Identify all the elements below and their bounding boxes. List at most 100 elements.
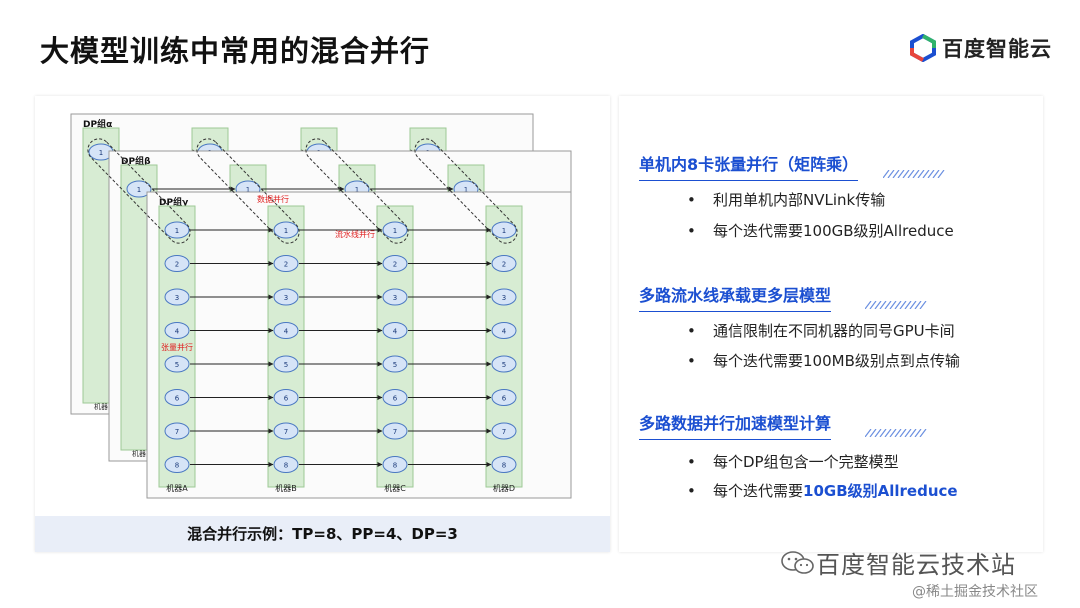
gpu-node [491, 255, 517, 272]
gpu-label: 1 [246, 186, 250, 194]
machine-column [485, 205, 523, 488]
machine-column [158, 205, 196, 488]
tensor-parallel-label: 张量并行 [161, 342, 193, 352]
gpu-label: 3 [393, 294, 397, 302]
gpu-node [164, 288, 190, 306]
gpu-label: 1 [99, 149, 103, 157]
gpu-label: 3 [284, 294, 288, 302]
gpu-node [126, 180, 152, 198]
page-title: 大模型训练中常用的混合并行 [40, 34, 431, 68]
gpu-label: 1 [464, 186, 468, 194]
gpu-label: 7 [502, 428, 506, 436]
gpu-label: 2 [393, 261, 397, 269]
gpu-label: 8 [175, 462, 179, 470]
gpu-label: 1 [137, 186, 141, 194]
dp-group-label: DP组α [83, 118, 112, 130]
gpu-label: 6 [393, 395, 398, 403]
gpu-node [273, 322, 299, 339]
gpu-node [164, 422, 190, 440]
watermark-secondary: @稀土掘金技术社区 [912, 584, 1038, 600]
gpu-node [491, 389, 517, 406]
gpu-node [491, 355, 517, 373]
gpu-node [491, 456, 517, 473]
gpu-node [491, 322, 517, 339]
bullet-item: •每个迭代需要100GB级别Allreduce [687, 222, 954, 240]
diagram-caption: 混合并行示例：TP=8、PP=4、DP=3 [35, 516, 610, 552]
gpu-node [273, 355, 299, 373]
gpu-node [273, 288, 299, 306]
brand-logo: 百度智能云 [910, 33, 1052, 63]
machine-label: 机器C [384, 483, 406, 493]
machine-label: 机器D [493, 483, 515, 493]
gpu-node [273, 255, 299, 272]
bullet-item: •利用单机内部NVLink传输 [687, 191, 886, 209]
gpu-node [164, 456, 190, 473]
machine-label: 机器B [275, 483, 297, 493]
data-parallel-label: 数据并行 [257, 194, 289, 204]
machine-label: 机器 [132, 449, 146, 458]
hatch-decoration-icon [883, 170, 945, 178]
gpu-node [382, 355, 408, 373]
gpu-node [164, 255, 190, 272]
machine-label: 机器A [166, 483, 188, 493]
wechat-icon [781, 550, 814, 574]
gpu-node [382, 422, 408, 440]
gpu-label: 1 [355, 186, 359, 194]
gpu-label: 7 [175, 428, 179, 436]
gpu-label: 8 [284, 462, 288, 470]
gpu-node [273, 389, 299, 406]
gpu-label: 5 [502, 361, 506, 369]
gpu-label: 2 [284, 261, 288, 269]
bullet-item: •每个DP组包含一个完整模型 [687, 453, 899, 471]
gpu-label: 1 [284, 227, 288, 235]
watermark-primary: 百度智能云技术站 [780, 545, 1016, 580]
dp-group-label: DP组γ [159, 196, 188, 208]
gpu-node [164, 355, 190, 373]
machine-column [267, 205, 305, 488]
gpu-label: 7 [284, 428, 288, 436]
gpu-label: 7 [393, 428, 397, 436]
data-parallel-band [305, 138, 409, 244]
gpu-node [164, 221, 190, 239]
gpu-label: 8 [502, 462, 506, 470]
gpu-node [164, 322, 190, 339]
gpu-node [382, 322, 408, 339]
baidu-cloud-logo-icon [910, 34, 936, 62]
pipeline-parallel-label: 流水线并行 [335, 229, 375, 239]
hatch-decoration-icon [865, 429, 927, 437]
gpu-node [382, 389, 408, 406]
gpu-label: 4 [393, 328, 398, 336]
gpu-label: 4 [284, 328, 289, 336]
gpu-label: 5 [393, 361, 397, 369]
explanation-panel: 单机内8卡张量并行（矩阵乘） •利用单机内部NVLink传输 •每个迭代需要10… [619, 96, 1043, 552]
hybrid-parallel-diagram: DP组α机器1111DP组β机器1111DP组γ1111222233334444… [70, 113, 572, 499]
gpu-label: 5 [175, 361, 179, 369]
gpu-node [382, 221, 408, 239]
gpu-label: 3 [175, 294, 179, 302]
gpu-label: 4 [175, 328, 180, 336]
section-title-pipeline-parallel: 多路流水线承载更多层模型 [639, 282, 832, 312]
gpu-node [491, 288, 517, 306]
gpu-label: 2 [175, 261, 179, 269]
machine-label: 机器 [94, 402, 108, 411]
bullet-item: •通信限制在不同机器的同号GPU卡间 [687, 322, 955, 340]
section-title-tensor-parallel: 单机内8卡张量并行（矩阵乘） [639, 151, 859, 181]
gpu-label: 1 [502, 227, 506, 235]
gpu-node [491, 422, 517, 440]
gpu-label: 8 [393, 462, 397, 470]
machine-column [376, 205, 414, 488]
gpu-label: 6 [284, 395, 289, 403]
data-parallel-band [87, 138, 191, 244]
brand-name: 百度智能云 [942, 37, 1052, 61]
gpu-label: 1 [393, 227, 397, 235]
gpu-node [382, 288, 408, 306]
data-parallel-band [196, 138, 300, 244]
gpu-node [382, 456, 408, 473]
bullet-item: •每个迭代需要10GB级别Allreduce [687, 482, 958, 500]
hatch-decoration-icon [865, 301, 927, 309]
gpu-node [273, 221, 299, 239]
gpu-label: 5 [284, 361, 288, 369]
hybrid-parallel-diagram-panel: DP组α机器1111DP组β机器1111DP组γ1111222233334444… [35, 96, 610, 552]
gpu-label: 6 [502, 395, 507, 403]
gpu-node [164, 389, 190, 406]
